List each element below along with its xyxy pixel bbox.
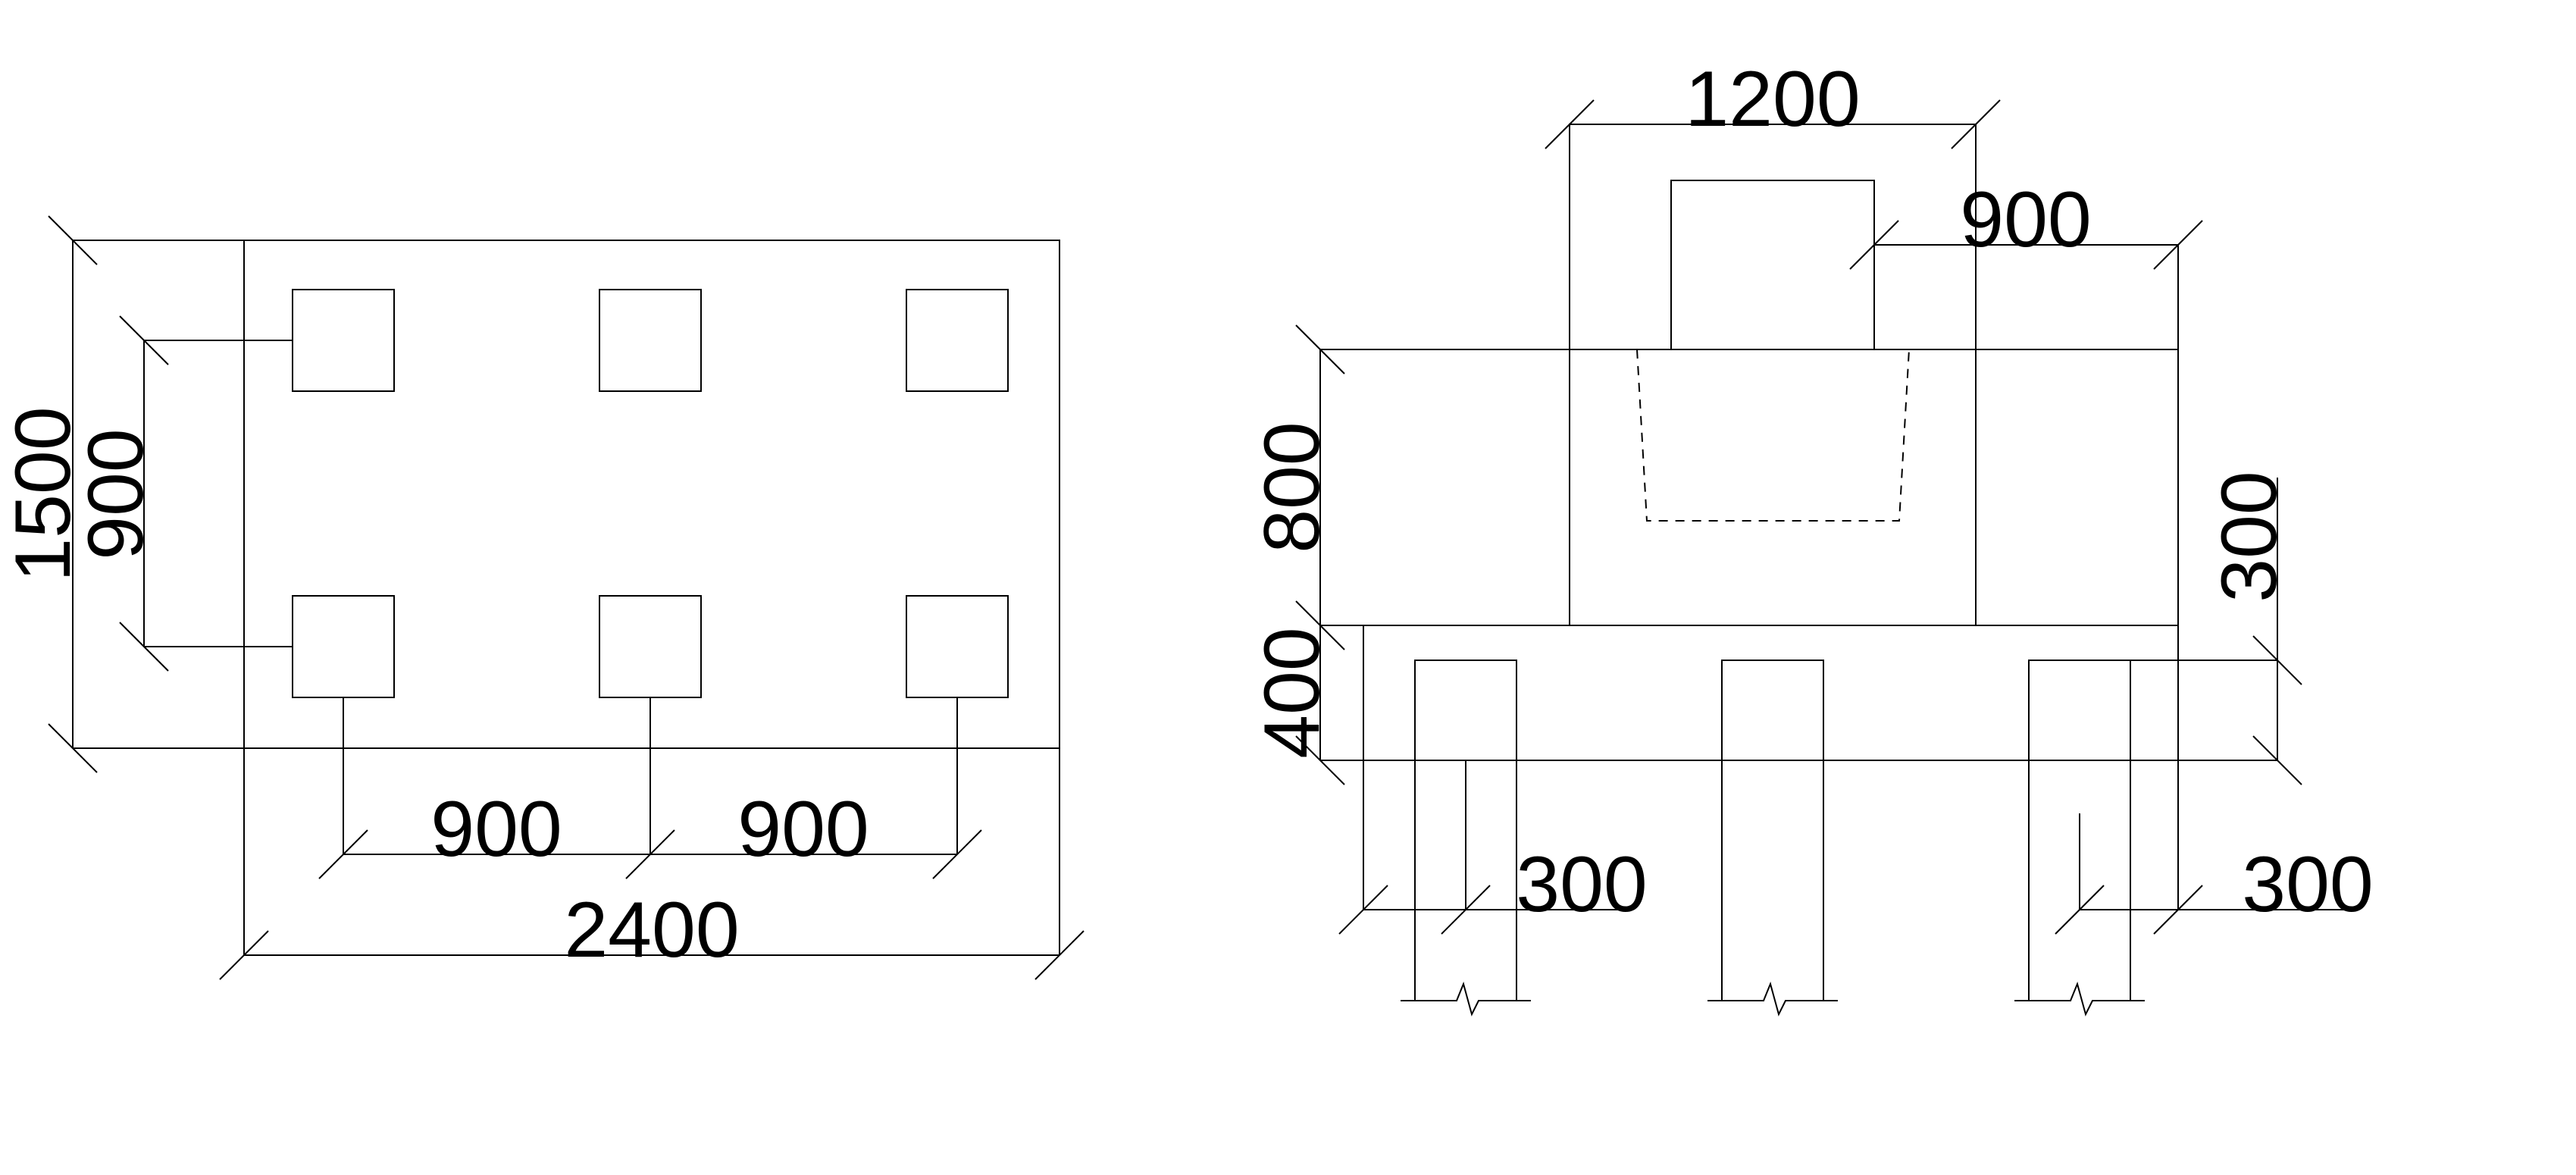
pile-right xyxy=(2014,660,2145,1017)
cap-upper-body xyxy=(1319,349,2179,626)
dim-label-800: 800 xyxy=(1248,421,1336,553)
dimension-width-total: 2400 xyxy=(219,748,1085,980)
embedded-socket-hidden-line xyxy=(1636,349,1910,522)
dimension-pile-spacing-x: 900 900 xyxy=(318,697,982,879)
dim-label-300-left: 300 xyxy=(1516,841,1648,929)
pile-square xyxy=(906,595,1009,698)
dim-label-1500: 1500 xyxy=(0,406,87,581)
dim-label-900-right: 900 xyxy=(737,785,869,873)
pile-square xyxy=(906,289,1009,392)
dimension-pile-spacing-y: 900 xyxy=(72,315,293,672)
dimension-cap-height-upper: 800 xyxy=(1248,324,1345,650)
pile-cap-outline xyxy=(243,240,1060,749)
dimension-pile-embed-right: 300 xyxy=(2055,760,2374,935)
pile-square xyxy=(292,289,395,392)
pile-square xyxy=(599,289,702,392)
dim-label-900-vertical: 900 xyxy=(72,428,160,560)
section-view: 1200 900 800 400 300 xyxy=(1248,55,2374,1017)
dim-label-300-right: 300 xyxy=(2242,841,2374,929)
dim-label-300-vertical: 300 xyxy=(2205,471,2293,603)
dimension-step-height: 300 xyxy=(2130,471,2302,785)
pile-square xyxy=(599,595,702,698)
plan-view: 1500 900 900 900 xyxy=(0,215,1085,980)
socket-outline xyxy=(1670,180,1875,349)
pile-square xyxy=(292,595,395,698)
dim-label-2400: 2400 xyxy=(564,886,739,974)
dim-label-900-left: 900 xyxy=(430,785,562,873)
pile-left xyxy=(1401,660,1531,1017)
dim-label-900-socket: 900 xyxy=(1960,176,2092,264)
dimension-depth-total: 1500 xyxy=(0,215,244,773)
dimension-cap-height-lower: 400 xyxy=(1248,625,1415,785)
cap-lower-body xyxy=(1363,625,2179,761)
column-outline xyxy=(1569,124,1977,349)
dimension-column-width: 1200 xyxy=(1545,55,2001,149)
dim-label-1200: 1200 xyxy=(1685,55,1860,143)
dimension-pile-embed-left: 300 xyxy=(1338,760,1648,935)
pile-middle xyxy=(1707,660,1838,1017)
dim-label-400: 400 xyxy=(1248,627,1336,759)
dimension-socket-width: 900 xyxy=(1849,176,2203,270)
